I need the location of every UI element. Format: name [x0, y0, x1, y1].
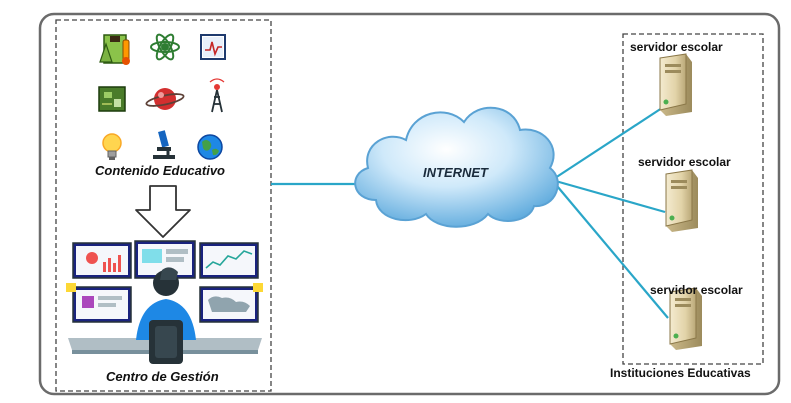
link-internet-to-server-3 — [551, 179, 669, 319]
server-label: servidor escolar — [630, 40, 723, 54]
planet-icon — [145, 88, 185, 110]
globe-icon — [197, 134, 223, 160]
management-center-illustration — [66, 240, 263, 364]
chart-icon — [200, 34, 226, 60]
outer-frame — [38, 12, 781, 396]
server-label: servidor escolar — [650, 283, 743, 297]
right-panel-frame — [622, 33, 764, 365]
radio-tower-icon — [209, 78, 225, 113]
link-internet-to-server-2 — [551, 178, 666, 214]
server-icon — [665, 169, 698, 232]
content-label: Contenido Educativo — [95, 163, 225, 178]
server-icon — [669, 287, 702, 350]
connection-lines — [271, 105, 669, 319]
internet-label: INTERNET — [423, 165, 488, 180]
microscope-icon — [153, 130, 175, 159]
server-icon — [659, 53, 692, 116]
management-center-label: Centro de Gestión — [106, 369, 219, 384]
atom-icon — [150, 33, 180, 61]
internet-cloud — [354, 106, 559, 228]
institutions-label: Instituciones Educativas — [610, 366, 751, 380]
link-internet-to-server-1 — [551, 105, 666, 181]
server-label: servidor escolar — [638, 155, 731, 169]
left-panel-frame — [55, 19, 272, 392]
down-arrow-icon — [135, 185, 191, 238]
chemistry-flask-icon — [99, 34, 130, 65]
lightbulb-icon — [102, 133, 122, 160]
circuit-board-icon — [98, 86, 126, 112]
